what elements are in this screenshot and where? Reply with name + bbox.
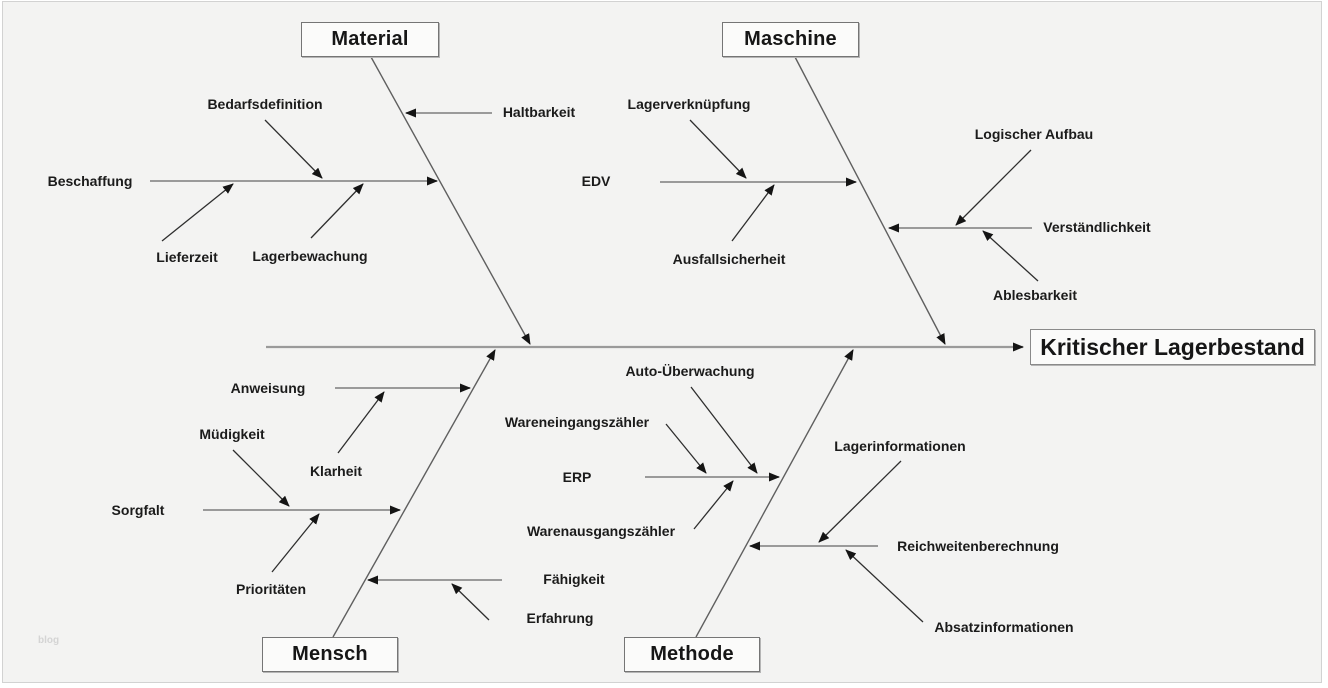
cause-label-haltbarkeit: Haltbarkeit <box>502 104 576 120</box>
cause-label-wareneingangszaehler: Wareneingangszähler <box>504 414 650 430</box>
category-box-mensch: Mensch <box>262 637 398 672</box>
cause-label-edv: EDV <box>581 173 611 189</box>
cause-label-prioritaeten: Prioritäten <box>235 581 307 597</box>
cause-label-bedarfsdefinition: Bedarfsdefinition <box>207 96 323 112</box>
cause-label-erp: ERP <box>562 469 592 485</box>
cause-label-faehigkeit: Fähigkeit <box>543 571 605 587</box>
cause-label-ablesbarkeit: Ablesbarkeit <box>992 287 1078 303</box>
pointer-arrow-lagerinformationen <box>818 460 902 543</box>
pointer-arrow-lagerbewachung <box>310 183 364 239</box>
pointer-arrow-logischer-aufbau <box>955 149 1032 226</box>
bone-material <box>370 56 531 345</box>
pointer-arrow-prioritaeten <box>271 513 320 573</box>
cause-label-klarheit: Klarheit <box>309 463 363 479</box>
cause-label-beschaffung: Beschaffung <box>47 173 133 189</box>
cause-label-auto-ueberwachung: Auto-Überwachung <box>625 363 755 379</box>
bone-maschine <box>794 56 946 345</box>
pointer-arrow-auto-ueberwachung <box>690 386 758 474</box>
cause-label-absatzinformationen: Absatzinformationen <box>934 619 1074 635</box>
cause-label-anweisung: Anweisung <box>230 380 306 396</box>
pointer-arrow-wareneingangszaehler <box>665 423 707 474</box>
category-box-methode: Methode <box>624 637 760 672</box>
pointer-arrow-muedigkeit <box>232 449 290 507</box>
cause-label-lagerinformationen: Lagerinformationen <box>834 438 966 454</box>
pointer-arrow-klarheit <box>337 391 385 454</box>
cause-label-logischer-aufbau: Logischer Aufbau <box>974 126 1094 142</box>
bone-mensch <box>332 349 496 638</box>
pointer-arrow-lieferzeit <box>161 183 234 242</box>
cause-label-ausfallsicherheit: Ausfallsicherheit <box>672 251 786 267</box>
cause-label-verstaendlichkeit: Verständlichkeit <box>1043 219 1151 235</box>
pointer-arrow-ablesbarkeit <box>982 230 1039 282</box>
pointer-arrow-erfahrung <box>451 583 490 621</box>
effect-box: Kritischer Lagerbestand <box>1030 329 1315 365</box>
pointer-arrow-lagerverknuepfung <box>689 119 747 179</box>
cause-label-lagerverknuepfung: Lagerverknüpfung <box>627 96 751 112</box>
cause-label-warenausgangszaehler: Warenausgangszähler <box>526 523 676 539</box>
pointer-arrow-warenausgangszaehler <box>693 480 734 530</box>
cause-label-lieferzeit: Lieferzeit <box>156 249 218 265</box>
cause-label-muedigkeit: Müdigkeit <box>199 426 265 442</box>
watermark: blog <box>38 635 60 646</box>
cause-label-lagerbewachung: Lagerbewachung <box>252 248 368 264</box>
pointer-arrow-ausfallsicherheit <box>731 184 775 242</box>
pointer-arrow-absatzinformationen <box>845 549 924 623</box>
category-box-material: Material <box>301 22 439 57</box>
bone-methode <box>695 349 854 638</box>
category-box-maschine: Maschine <box>722 22 859 57</box>
cause-label-erfahrung: Erfahrung <box>526 610 594 626</box>
pointer-arrow-bedarfsdefinition <box>264 119 323 179</box>
cause-label-reichweitenberechnung: Reichweitenberechnung <box>897 538 1059 554</box>
cause-label-sorgfalt: Sorgfalt <box>111 502 165 518</box>
